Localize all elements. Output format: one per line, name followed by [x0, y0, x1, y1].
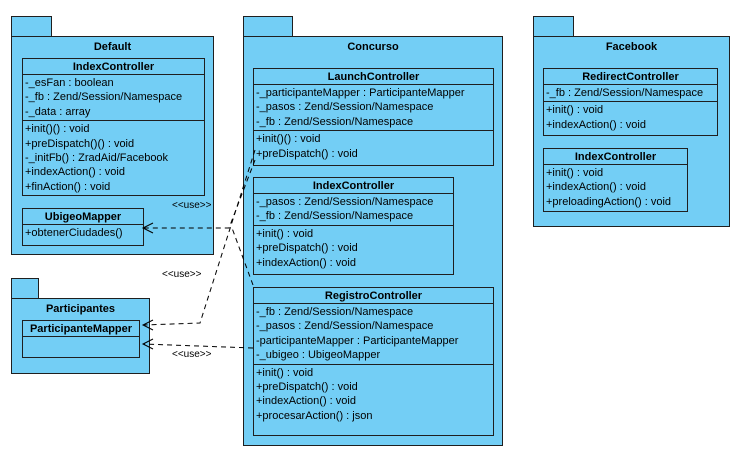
use-stereotype-label: <<use>> [162, 269, 202, 280]
operation: +preloadingAction() : void [546, 195, 672, 208]
operation: +preDispatch() : void [256, 147, 358, 160]
operation: +init() : void [546, 167, 604, 179]
operation: +init() : void [256, 227, 314, 240]
operations-compartment: +init()() : void +preDispatch()() : void… [23, 121, 204, 195]
use-stereotype-label: <<use>> [172, 200, 212, 211]
registro-controller-class[interactable]: RegistroController -_fb : Zend/Session/N… [253, 287, 494, 436]
operation: +procesarAction() : json [256, 409, 373, 422]
participantes-package-tab [11, 278, 39, 299]
attributes-compartment: -_participanteMapper : ParticipanteMappe… [254, 85, 493, 132]
participante-mapper-class[interactable]: ParticipanteMapper [22, 320, 140, 358]
attributes-compartment: -_esFan : boolean -_fb : Zend/Session/Na… [23, 75, 204, 122]
attribute: -_pasos : Zend/Session/Namespace [256, 101, 434, 114]
operation: +init()() : void [25, 123, 90, 136]
class-name: RegistroController [254, 288, 493, 304]
operation: -_initFb() : ZradAid/Facebook [25, 152, 169, 165]
attribute: -_fb : Zend/Session/Namespace [256, 115, 414, 128]
operation: +indexAction() : void [546, 118, 646, 131]
participantes-package-title: Participantes [45, 303, 116, 315]
class-name: IndexController [23, 59, 204, 75]
operation: +indexAction() : void [256, 256, 356, 269]
launch-controller-class[interactable]: LaunchController -_participanteMapper : … [253, 68, 494, 166]
ubigeo-mapper-class[interactable]: UbigeoMapper +obtenerCiudades() [22, 208, 144, 246]
facebook-package-title: Facebook [605, 41, 658, 53]
attribute: -participanteMapper : ParticipanteMapper [256, 334, 459, 347]
operation: +init() : void [546, 104, 604, 117]
default-index-controller[interactable]: IndexController -_esFan : boolean -_fb :… [22, 58, 205, 196]
concurso-index-controller-class[interactable]: IndexController -_pasos : Zend/Session/N… [253, 177, 454, 275]
use-stereotype-label: <<use>> [172, 349, 212, 360]
concurso-package-tab [243, 16, 293, 37]
class-name: IndexController [544, 149, 687, 165]
operation: +indexAction() : void [256, 395, 356, 408]
operations-compartment: +obtenerCiudades() [23, 225, 143, 241]
operations-compartment: +init() : void +indexAction() : void [544, 102, 717, 133]
class-name: ParticipanteMapper [23, 321, 139, 337]
attribute: -_fb : Zend/Session/Namespace [256, 210, 414, 223]
default-package-tab [11, 16, 52, 37]
operation: +init() : void [256, 366, 314, 379]
redirect-controller-class[interactable]: RedirectController -_fb : Zend/Session/N… [543, 68, 718, 136]
attributes-compartment: -_fb : Zend/Session/Namespace [544, 85, 717, 103]
operation: +preDispatch()() : void [25, 137, 135, 150]
attributes-compartment: -_fb : Zend/Session/Namespace -_pasos : … [254, 304, 493, 365]
operations-compartment: +init() : void +indexAction() : void +pr… [544, 165, 687, 210]
attributes-compartment: -_pasos : Zend/Session/Namespace -_fb : … [254, 194, 453, 226]
operation: +obtenerCiudades() [25, 227, 123, 239]
default-package-title: Default [93, 41, 132, 53]
class-name: LaunchController [254, 69, 493, 85]
operations-compartment: +init()() : void +preDispatch() : void [254, 131, 493, 162]
attribute: -_fb : Zend/Session/Namespace [546, 87, 704, 99]
facebook-index-controller-class[interactable]: IndexController +init() : void +indexAct… [543, 148, 688, 212]
attribute: -_esFan : boolean [25, 77, 114, 89]
attribute: -_fb : Zend/Session/Namespace [256, 306, 414, 318]
operation: +preDispatch() : void [256, 242, 358, 255]
attribute: -_participanteMapper : ParticipanteMappe… [256, 87, 465, 99]
class-name: IndexController [254, 178, 453, 194]
attribute: -_pasos : Zend/Session/Namespace [256, 320, 434, 333]
attribute: -_pasos : Zend/Session/Namespace [256, 196, 434, 208]
operations-compartment: +init() : void +preDispatch() : void +in… [254, 365, 493, 425]
facebook-package-tab [533, 16, 574, 37]
attribute: -_fb : Zend/Session/Namespace [25, 91, 183, 104]
concurso-package-title: Concurso [347, 41, 399, 53]
empty-compartment [23, 337, 139, 355]
operation: +indexAction() : void [25, 166, 125, 179]
class-name: RedirectController [544, 69, 717, 85]
operation: +indexAction() : void [546, 181, 646, 194]
attribute: -_data : array [25, 105, 91, 118]
operation: +preDispatch() : void [256, 381, 358, 394]
dependency-registro-to-participante [142, 343, 254, 349]
operation: +init()() : void [256, 133, 321, 146]
operation: +finAction() : void [25, 180, 111, 193]
operations-compartment: +init() : void +preDispatch() : void +in… [254, 226, 453, 271]
attribute: -_ubigeo : UbigeoMapper [256, 349, 381, 362]
class-name: UbigeoMapper [23, 209, 143, 225]
